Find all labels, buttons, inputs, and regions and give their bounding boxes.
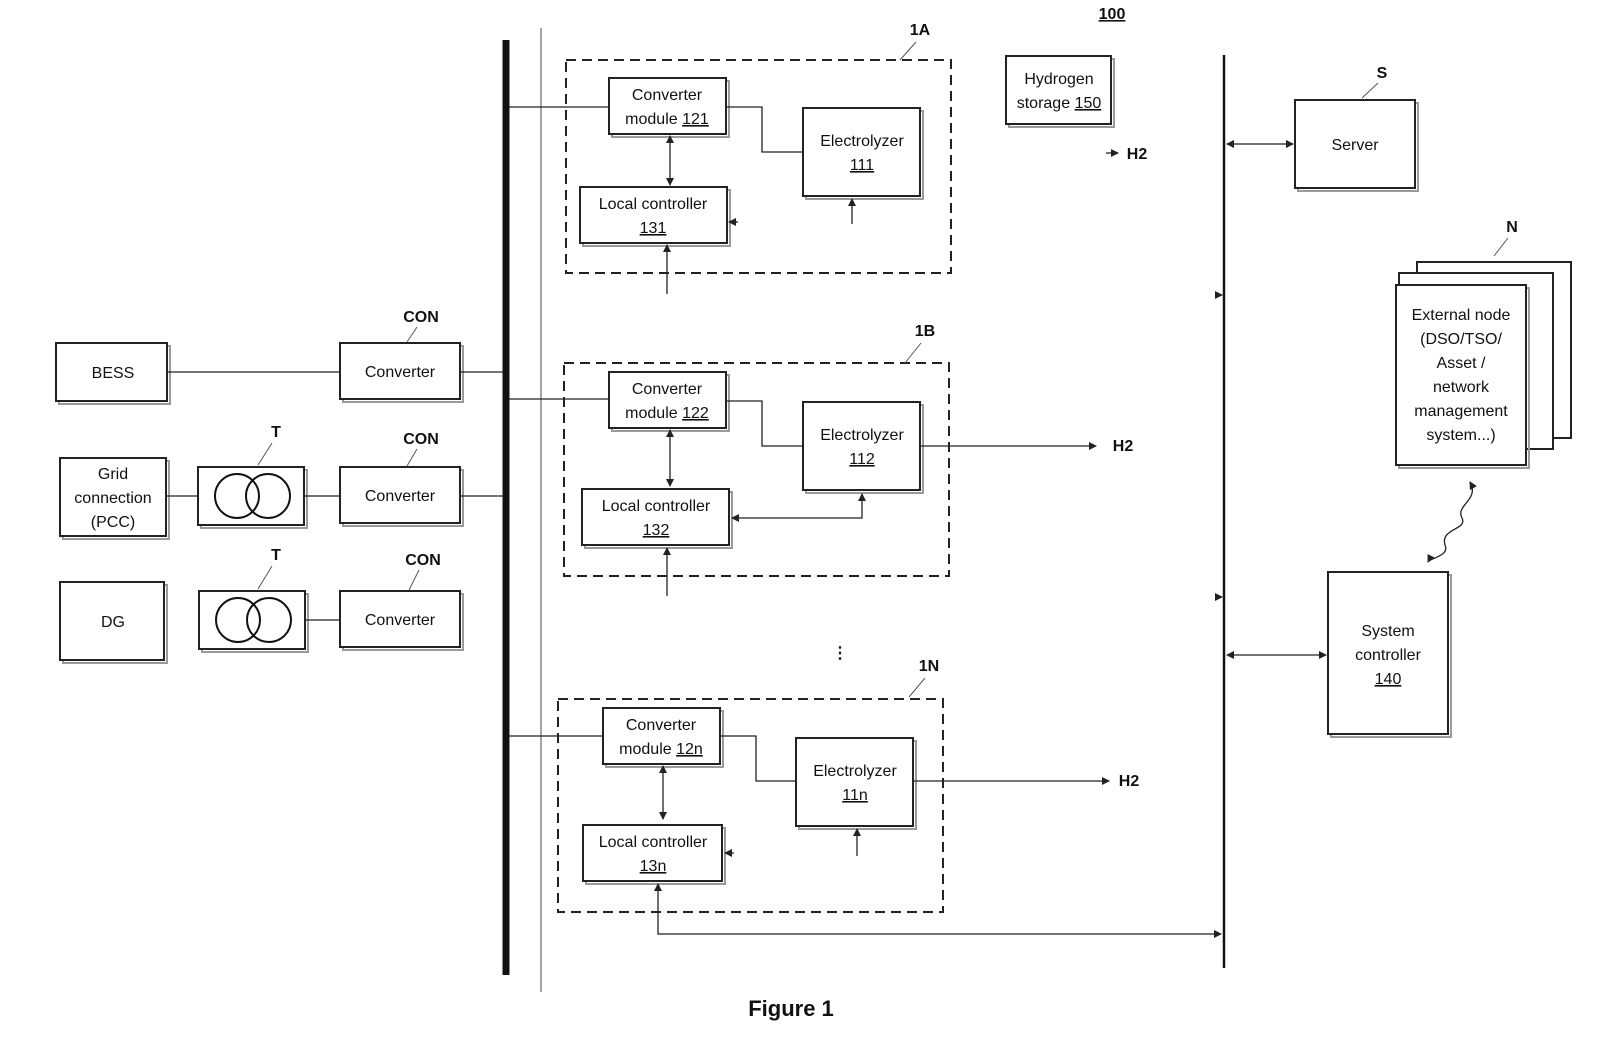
converter-grid-label: Converter <box>365 488 436 505</box>
bess-block: BESS <box>56 343 170 404</box>
converter-12n-ref: 12n <box>676 741 703 758</box>
storage-word: storage <box>1017 95 1070 112</box>
unit-1b-tag-leader <box>905 343 921 363</box>
converter-122-word: module <box>625 405 678 422</box>
h2-label-1n: H2 <box>1119 773 1140 790</box>
unit-1b-power-wire <box>726 401 803 446</box>
more-units-ellipsis: ⋮ <box>832 645 848 662</box>
converter-122-line2: module 122 <box>625 405 709 422</box>
unit-1a-tag-leader <box>900 42 916 60</box>
unit-1b-ctrl-electrolyzer-link <box>732 494 862 518</box>
unit-1n-power-wire <box>720 736 796 781</box>
converter-122-ref: 122 <box>682 405 709 422</box>
external-tag: N <box>1506 219 1518 236</box>
system-controller-ref: 140 <box>1375 671 1402 688</box>
grid-label-2: connection <box>74 490 151 507</box>
dg-block: DG <box>60 582 167 663</box>
server-tag: S <box>1377 65 1388 82</box>
server-tag-leader <box>1362 83 1378 98</box>
external-line2: (DSO/TSO/ <box>1420 331 1502 348</box>
grid-label-3: (PCC) <box>91 514 135 531</box>
converter-grid: Converter <box>340 467 463 526</box>
unit-1a: 1A Converter module 121 Electrolyzer 111… <box>509 22 951 294</box>
electrolyzer-111-line1: Electrolyzer <box>820 133 904 150</box>
external-tag-leader <box>1494 238 1508 256</box>
storage-ref: 150 <box>1075 95 1102 112</box>
controller-132-ref: 132 <box>643 522 670 539</box>
electrolyzer-112 <box>803 402 920 490</box>
unit-1b-tag: 1B <box>915 323 935 340</box>
external-line6: system...) <box>1426 427 1495 444</box>
converter-12n-line2: module 12n <box>619 741 703 758</box>
converter-12n-line1: Converter <box>626 717 697 734</box>
system-controller-line1: System <box>1361 623 1414 640</box>
unit-1b: 1B Converter module 122 Electrolyzer 112… <box>509 323 1096 596</box>
electrolyzer-111-ref: 111 <box>850 157 874 174</box>
server-label: Server <box>1331 137 1379 154</box>
transformer-dg <box>199 591 308 652</box>
unit-1n: 1N Converter module 12n Electrolyzer 11n… <box>509 658 1109 912</box>
grid-label-1: Grid <box>98 466 128 483</box>
system-controller-line2: controller <box>1355 647 1421 664</box>
storage-line2: storage 150 <box>1017 95 1102 112</box>
h2-label-1b: H2 <box>1113 438 1134 455</box>
unit-1a-power-wire <box>726 107 803 152</box>
converter-122-line1: Converter <box>632 381 703 398</box>
electrolyzer-11n <box>796 738 913 826</box>
converter-12n-word: module <box>619 741 672 758</box>
hydrogen-storage: Hydrogen storage 150 <box>1006 56 1114 127</box>
external-line4: network <box>1433 379 1490 396</box>
converter-121-word: module <box>625 111 678 128</box>
dg-label: DG <box>101 614 125 631</box>
converter-121-line1: Converter <box>632 87 703 104</box>
controller-131-line1: Local controller <box>599 196 708 213</box>
converter-121-ref: 121 <box>682 111 709 128</box>
electrolyzer-112-ref: 112 <box>849 451 875 468</box>
controller-13n-line1: Local controller <box>599 834 708 851</box>
unit-1n-tag: 1N <box>919 658 939 675</box>
electrolyzer-11n-ref: 11n <box>842 787 868 804</box>
converter-121-line2: module 121 <box>625 111 709 128</box>
electrolyzer-111 <box>803 108 920 196</box>
transformer-tag-1-leader <box>258 443 272 465</box>
con-tag-1: CON <box>403 309 439 326</box>
controller-13n-comm-link <box>658 884 1221 934</box>
external-line5: management <box>1414 403 1508 420</box>
controller-131-ref: 131 <box>640 220 667 237</box>
converter-bess-label: Converter <box>365 364 436 381</box>
converter-dg: Converter <box>340 591 463 650</box>
external-node-stack: External node (DSO/TSO/ Asset / network … <box>1396 262 1571 468</box>
wireless-link <box>1428 482 1472 562</box>
system-controller-block: System controller 140 <box>1328 572 1451 737</box>
con-tag-2-leader <box>407 449 417 466</box>
figure-number: 100 <box>1099 6 1126 23</box>
transformer-grid <box>198 467 307 528</box>
grid-connection-block: Grid connection (PCC) <box>60 458 169 539</box>
electrolyzer-11n-line1: Electrolyzer <box>813 763 897 780</box>
server-block: Server <box>1295 100 1418 191</box>
transformer-tag-2: T <box>271 547 281 564</box>
storage-line1: Hydrogen <box>1024 71 1093 88</box>
unit-1n-tag-leader <box>909 678 925 697</box>
controller-132-line1: Local controller <box>602 498 711 515</box>
con-tag-3: CON <box>405 552 441 569</box>
transformer-tag-1: T <box>271 424 281 441</box>
external-line1: External node <box>1412 307 1511 324</box>
h2-label-1a: H2 <box>1127 146 1148 163</box>
electrolyzer-112-line1: Electrolyzer <box>820 427 904 444</box>
converter-dg-label: Converter <box>365 612 436 629</box>
con-tag-1-leader <box>407 327 417 342</box>
con-tag-2: CON <box>403 431 439 448</box>
bess-label: BESS <box>92 365 135 382</box>
controller-13n-ref: 13n <box>640 858 667 875</box>
figure-caption: Figure 1 <box>748 996 834 1021</box>
unit-1a-tag: 1A <box>910 22 931 39</box>
transformer-tag-2-leader <box>258 566 272 589</box>
con-tag-3-leader <box>409 570 419 590</box>
converter-bess: Converter <box>340 343 463 402</box>
external-line3: Asset / <box>1437 355 1486 372</box>
